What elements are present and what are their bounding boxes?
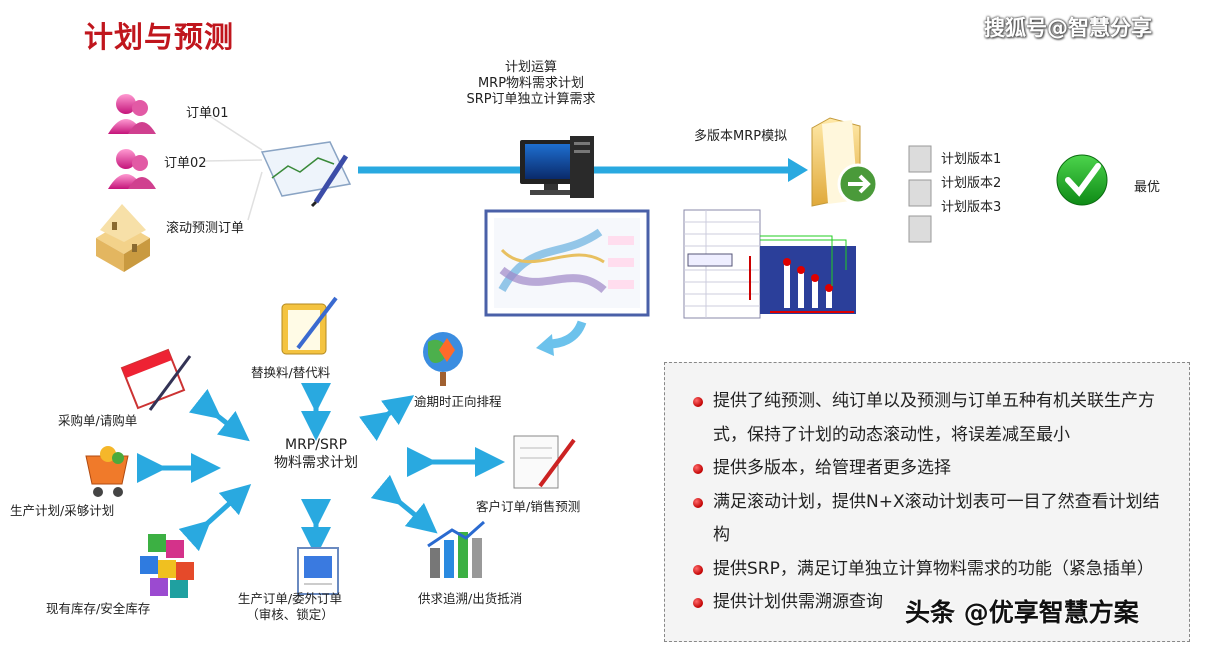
watermark-top: 搜狐号@智慧分享: [984, 16, 1152, 40]
bullet-icon: [693, 464, 703, 474]
bullet-icon: [693, 497, 703, 508]
page-title: 计划与预测: [84, 20, 235, 54]
node-customer: 客户订单/销售预测: [476, 499, 581, 514]
order-label-2: 订单02: [164, 156, 207, 171]
building-icon: [96, 204, 150, 272]
forecast-order-label: 滚动预测订单: [166, 221, 245, 236]
bullet-icon: [693, 598, 703, 608]
feature-item: 提供计划供需溯源查询: [693, 586, 1171, 620]
calc-line-1: 计划运算: [504, 60, 557, 75]
node-production-plan: 生产计划/采够计划: [10, 503, 115, 518]
checkmark-icon: [1056, 154, 1108, 206]
watermark-bottom: 头条 @优享智慧方案: [905, 598, 1139, 627]
computer-icon: [520, 136, 594, 198]
simulation-label: 多版本MRP模拟: [694, 129, 788, 144]
features-box: 提供了纯预测、纯订单以及预测与订单五种有机关联生产方式，保持了计划的动态滚动性，…: [664, 362, 1190, 642]
spreadsheet-panel: [683, 209, 856, 319]
feature-item: 满足滚动计划，提供N+X滚动计划表可一目了然查看计划结构: [693, 486, 1171, 553]
node-substitute: 替换料/替代料: [251, 365, 331, 380]
folder-icon: [811, 117, 879, 207]
node-supply-trace: 供求追溯/出货抵消: [418, 591, 523, 606]
chart-pen-icon: [260, 141, 352, 208]
trend-chart-panel: [484, 209, 650, 317]
shopping-cart-icon: [85, 446, 129, 497]
person-icon-2: [108, 149, 156, 189]
hub-line-1: MRP/SRP: [284, 437, 348, 453]
bullet-icon: [693, 564, 703, 575]
calc-label: 计划运算 MRP物料需求计划 SRP订单独立计算需求: [456, 60, 606, 108]
feature-item: 提供了纯预测、纯订单以及预测与订单五种有机关联生产方式，保持了计划的动态滚动性，…: [693, 385, 1171, 452]
calendar-icon: [120, 348, 192, 411]
hub-line-2: 物料需求计划: [274, 455, 358, 471]
version-label-1: 计划版本1: [941, 152, 1002, 167]
node-prod-order: 生产订单/委外订单 （审核、锁定）: [228, 591, 352, 623]
feature-item: 提供SRP，满足订单独立计算物料需求的功能（紧急插单）: [693, 553, 1171, 587]
clipboard-icon: [281, 296, 338, 355]
calc-line-3: SRP订单独立计算需求: [466, 92, 596, 107]
person-icon-1: [108, 94, 156, 134]
node-inventory: 现有库存/安全库存: [46, 601, 151, 616]
node-prod-order-line: 生产订单/委外订单: [237, 591, 343, 606]
calc-line-2: MRP物料需求计划: [477, 76, 585, 91]
hub-arrows: [137, 383, 505, 557]
best-label: 最优: [1134, 180, 1161, 195]
node-purchase: 采购单/请购单: [58, 413, 138, 428]
version-docs-icons: [908, 145, 932, 243]
globe-icon: [423, 332, 463, 386]
bullet-icon: [693, 397, 703, 407]
blocks-icon: [140, 534, 194, 598]
hub-label: MRP/SRP 物料需求计划: [256, 436, 376, 472]
feature-item: 提供多版本，给管理者更多选择: [693, 452, 1171, 486]
node-prod-order-note: （审核、锁定）: [246, 607, 334, 622]
bar-chart-icon: [427, 520, 485, 578]
node-reschedule: 逾期时正向排程: [414, 394, 502, 409]
document-icon: [297, 547, 339, 595]
version-label-2: 计划版本2: [941, 176, 1002, 191]
order-label-1: 订单01: [186, 106, 229, 121]
version-label-3: 计划版本3: [941, 200, 1002, 215]
receipt-pen-icon: [513, 435, 576, 489]
